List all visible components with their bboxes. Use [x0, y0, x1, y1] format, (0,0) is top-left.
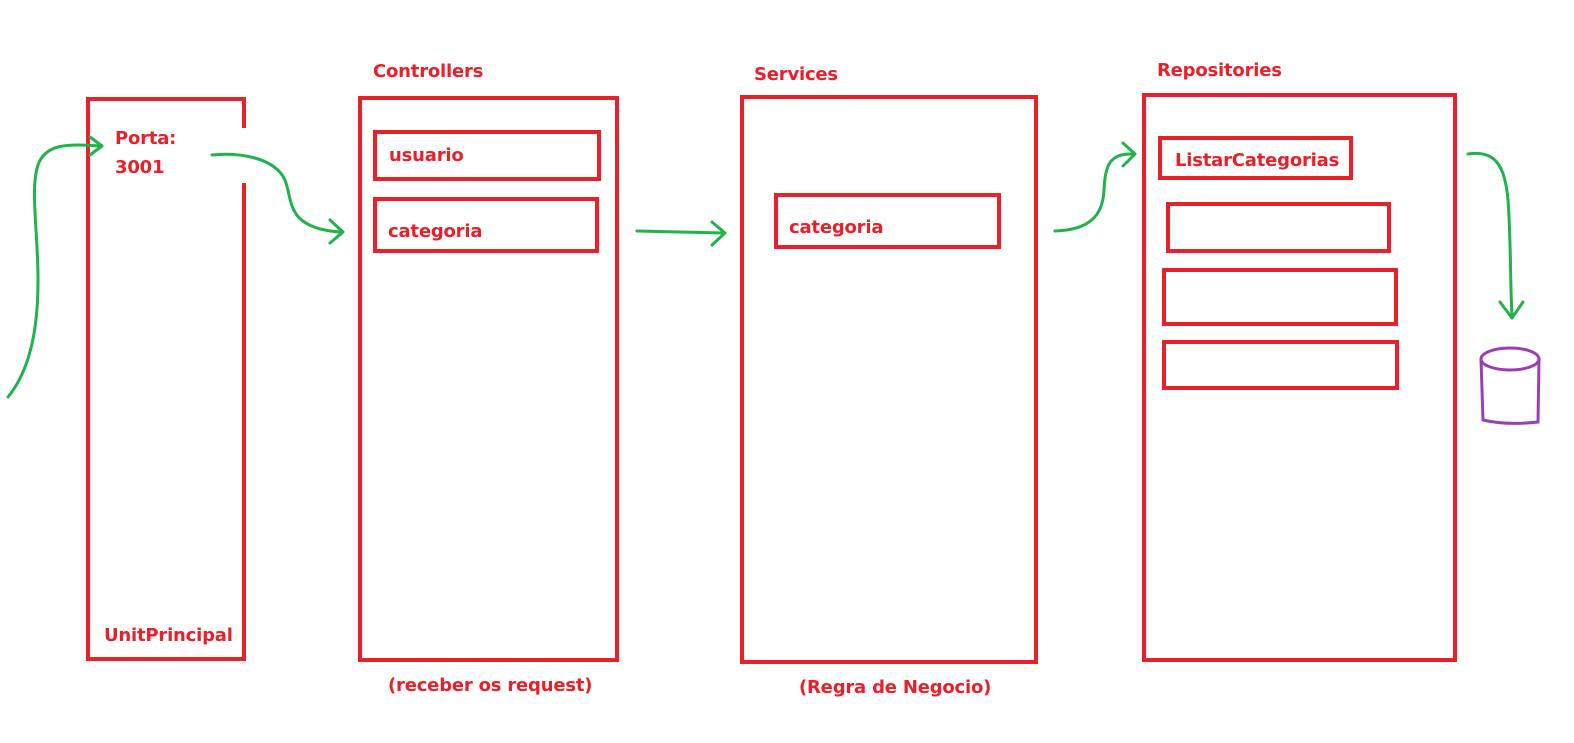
controllers-title: Controllers [373, 61, 484, 82]
controller-item-label: usuario [389, 145, 464, 166]
unit-to-controllers-arrow-icon [210, 152, 342, 234]
repositories-to-database-arrowhead-icon [1498, 300, 1525, 320]
services-box [740, 95, 1038, 664]
controller-item-usuario: usuario [373, 130, 601, 181]
repository-item-label: ListarCategorias [1175, 150, 1340, 171]
repository-item-empty [1162, 340, 1399, 390]
repository-item-empty [1162, 268, 1398, 326]
unit-principal-box [86, 97, 246, 661]
services-to-repositories-arrowhead-icon [1121, 141, 1137, 168]
incoming-arrowhead-icon [88, 135, 104, 157]
repositories-to-database-arrow-icon [1466, 151, 1514, 318]
repository-item-empty [1166, 202, 1391, 253]
controllers-box [358, 96, 619, 662]
controllers-caption: (receber os request) [388, 675, 593, 696]
controllers-to-services-arrowhead-icon [710, 220, 727, 247]
service-item-label: categoria [789, 217, 884, 238]
unit-to-controllers-arrowhead-icon [328, 218, 345, 245]
incoming-arrow-icon [6, 143, 102, 399]
repositories-title: Repositories [1157, 60, 1282, 81]
unit-principal-label: UnitPrincipal [104, 625, 233, 646]
repository-item-listar-categorias: ListarCategorias [1158, 136, 1353, 180]
port-label: Porta: [115, 128, 177, 149]
services-caption: (Regra de Negocio) [799, 677, 992, 698]
controller-item-categoria: categoria [373, 197, 599, 253]
database-cylinder-icon [1479, 346, 1541, 425]
service-item-categoria: categoria [774, 193, 1001, 249]
controller-item-label: categoria [388, 221, 483, 242]
services-title: Services [754, 64, 838, 85]
controllers-to-services-arrow-icon [635, 229, 725, 235]
port-value: 3001 [115, 157, 165, 178]
repositories-box [1142, 93, 1457, 662]
services-to-repositories-arrow-icon [1053, 152, 1135, 233]
